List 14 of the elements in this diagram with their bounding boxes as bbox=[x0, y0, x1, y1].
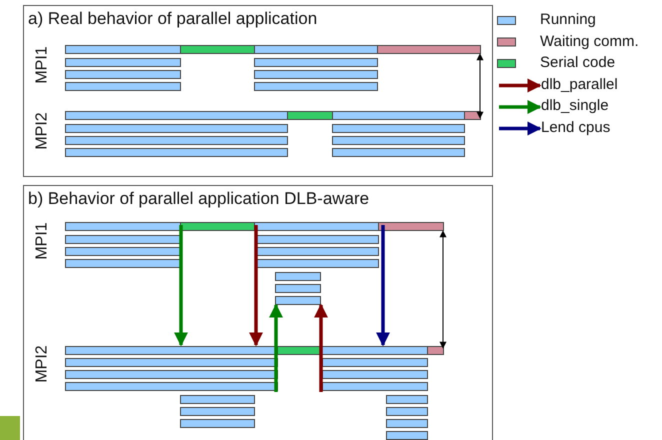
legend-text: dlb_parallel bbox=[541, 76, 618, 92]
panel-title: a) Real behavior of parallel application bbox=[28, 9, 318, 29]
panel-title: b) Behavior of parallel application DLB-aware bbox=[28, 189, 370, 209]
panel-frame bbox=[23, 185, 493, 440]
legend-text: Lend cpus bbox=[541, 118, 610, 136]
legend-text: Running bbox=[540, 11, 596, 28]
process-label: MPI2 bbox=[33, 112, 52, 150]
process-label: MPI1 bbox=[33, 222, 52, 260]
process-label: MPI1 bbox=[33, 46, 52, 84]
legend-text: dlb_single bbox=[541, 97, 609, 114]
legend-text: Waiting comm. bbox=[540, 32, 639, 50]
process-label: MPI2 bbox=[33, 345, 52, 383]
panel-frame bbox=[23, 5, 493, 177]
legend-text: Serial code bbox=[540, 54, 616, 71]
